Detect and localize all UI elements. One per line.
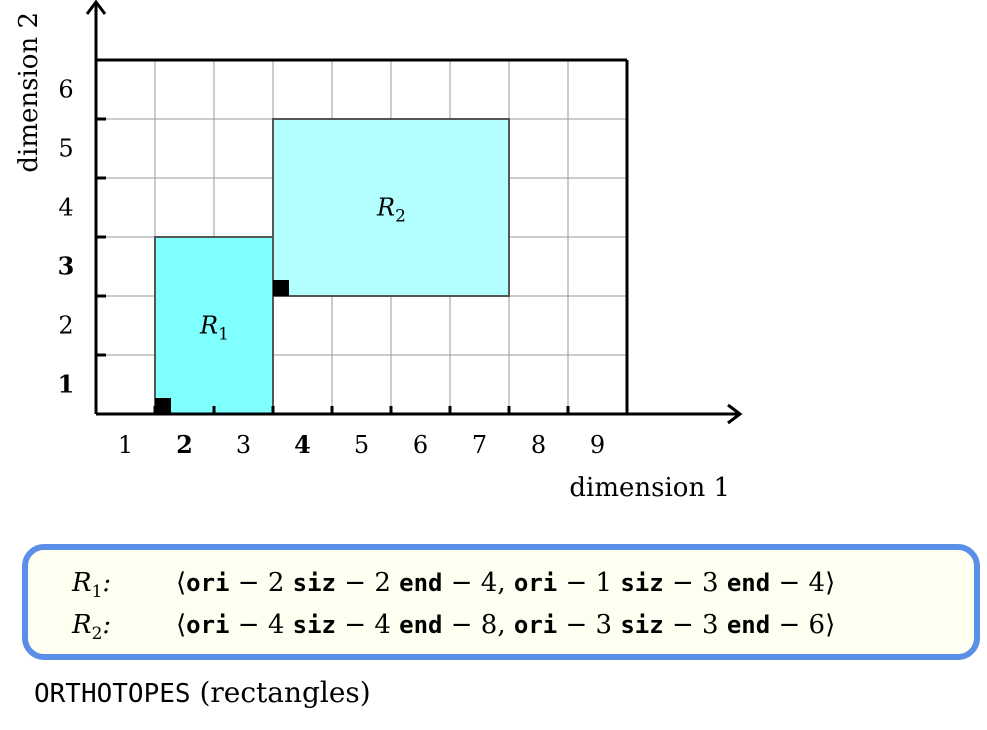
spec-name-r1: R1: xyxy=(72,568,112,603)
x-axis-title: dimension 1 xyxy=(569,473,730,503)
y-tick-label: 5 xyxy=(58,135,73,163)
x-tick-label: 6 xyxy=(413,431,428,459)
y-axis-title: dimension 2 xyxy=(14,12,44,173)
rectangle-r1 xyxy=(154,236,274,415)
rectangles xyxy=(154,118,510,415)
spec-row-r2: R2: ⟨ori − 4 siz − 4 end − 8, ori − 3 siz… xyxy=(72,606,835,644)
y-tick-label: 1 xyxy=(58,370,75,399)
spec-row-r1: R1: ⟨ori − 2 siz − 2 end − 4, ori − 1 siz… xyxy=(72,564,835,602)
y-tick-label: 3 xyxy=(58,252,75,281)
x-tick-label: 2 xyxy=(176,430,193,459)
y-tick-label: 2 xyxy=(58,312,73,340)
origin-marker-r1 xyxy=(155,398,171,414)
y-tick-label: 4 xyxy=(58,194,73,222)
y-tick-label: 6 xyxy=(58,76,73,104)
origin-marker-r2 xyxy=(273,280,289,296)
orthotope-spec-box: R1: ⟨ori − 2 siz − 2 end − 4, ori − 1 siz… xyxy=(22,544,980,660)
x-tick-label: 8 xyxy=(531,431,546,459)
axes xyxy=(85,0,743,425)
caption: ORTHOTOPES (rectangles) xyxy=(34,676,371,710)
y-axis-arrow xyxy=(85,0,107,15)
caption-keyword: ORTHOTOPES xyxy=(34,679,191,709)
spec-tuple-r1: ⟨ori − 2 siz − 2 end − 4, ori − 1 siz − … xyxy=(176,568,836,598)
x-tick-label: 9 xyxy=(590,431,605,459)
x-tick-label: 5 xyxy=(354,431,369,459)
x-axis-arrow xyxy=(727,403,743,425)
spec-tuple-r2: ⟨ori − 4 siz − 4 end − 8, ori − 3 siz − … xyxy=(176,610,836,640)
x-tick-label: 4 xyxy=(294,430,311,459)
x-tick-label: 1 xyxy=(118,431,133,459)
x-tick-label: 3 xyxy=(236,431,251,459)
x-tick-label: 7 xyxy=(472,431,487,459)
spec-name-r2: R2: xyxy=(72,610,112,645)
rectangle-r2 xyxy=(272,118,510,297)
caption-rest: (rectangles) xyxy=(190,676,371,709)
